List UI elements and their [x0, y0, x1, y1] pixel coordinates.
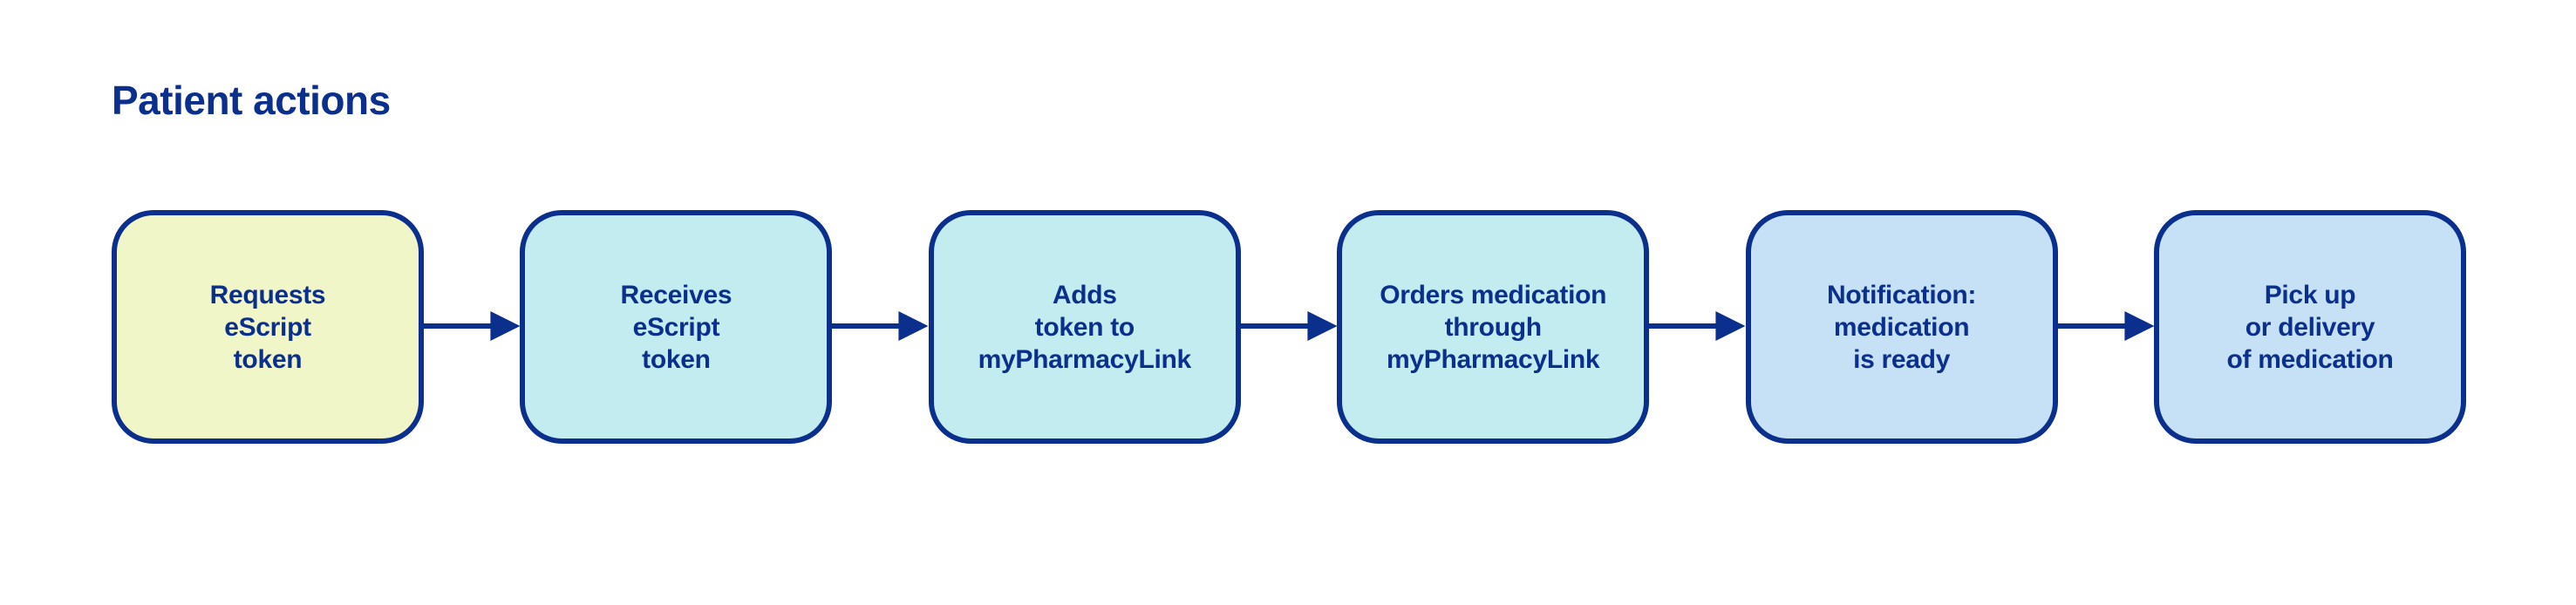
step-box-5: Notification: medication is ready [1745, 210, 2058, 444]
step-box-2: Receives eScript token [520, 210, 833, 444]
arrow-right-icon [1240, 311, 1338, 341]
step-box-4: Orders medication through myPharmacyLink [1337, 210, 1650, 444]
page-title: Patient actions [112, 78, 391, 123]
step-label: Requests eScript token [209, 280, 326, 374]
arrow-right-icon [424, 311, 521, 341]
step-box-6: Pick up or delivery of medication [2154, 210, 2466, 444]
step-box-1: Requests eScript token [112, 210, 424, 444]
arrow-right-icon [1649, 311, 1746, 341]
arrow-right-icon [832, 311, 929, 341]
step-label: Receives eScript token [620, 280, 733, 374]
step-box-3: Adds token to myPharmacyLink [928, 210, 1241, 444]
step-label: Notification: medication is ready [1827, 280, 1977, 374]
step-label: Orders medication through myPharmacyLink [1380, 280, 1607, 374]
step-label: Pick up or delivery of medication [2226, 280, 2394, 374]
arrow-right-icon [2057, 311, 2154, 341]
step-label: Adds token to myPharmacyLink [978, 280, 1192, 374]
